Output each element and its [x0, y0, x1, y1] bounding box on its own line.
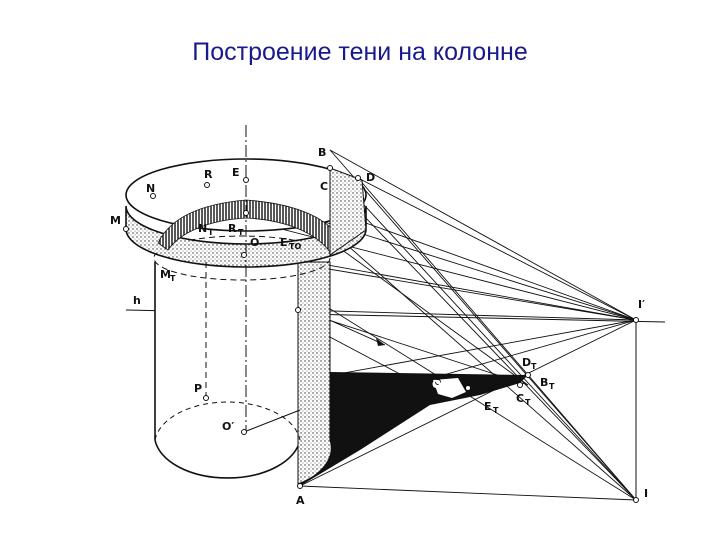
slide-title: Построение тени на колонне	[192, 38, 528, 66]
label-ET: E	[280, 236, 288, 249]
label-CT: C	[516, 392, 524, 405]
label-O-prime: O′	[222, 420, 234, 433]
label-BT: B	[540, 376, 548, 389]
label-A: A	[296, 494, 305, 507]
label-MT: M	[160, 268, 171, 281]
label-ET-sub: TO	[289, 242, 301, 251]
label-I-prime: I′	[638, 298, 645, 311]
label-MT-sub: T	[170, 274, 176, 283]
label-CT-sub: T	[525, 398, 531, 407]
label-ET2: E	[484, 400, 492, 413]
column-shadow-strip	[297, 261, 332, 485]
label-DT: D	[522, 356, 531, 369]
ground-shadow	[300, 372, 528, 486]
label-M: M	[110, 214, 121, 227]
capital-shadow-right	[329, 167, 367, 256]
label-NT: N	[198, 222, 207, 235]
label-P: P	[194, 382, 202, 395]
label-R: R	[204, 168, 213, 181]
label-RT-sub: T	[238, 228, 244, 237]
label-RT: R	[228, 222, 237, 235]
label-O: O	[250, 236, 259, 249]
base-axis-line	[243, 409, 301, 433]
label-N: N	[146, 182, 155, 195]
label-NT-sub: T	[208, 228, 214, 237]
label-E: E	[232, 166, 240, 179]
shadow-highlight	[433, 378, 466, 398]
label-BT-sub: T	[549, 382, 555, 391]
label-Q: O	[432, 378, 441, 391]
label-ET2-sub: T	[493, 406, 499, 415]
points	[123, 165, 639, 503]
label-DT-sub: T	[531, 362, 537, 371]
label-D: D	[366, 171, 375, 184]
column-base-back	[154, 401, 301, 441]
label-h: h	[133, 294, 141, 307]
column-top-inner	[153, 235, 331, 281]
ray-arrow	[376, 338, 385, 346]
label-I: I	[644, 487, 648, 500]
label-B: B	[318, 146, 326, 159]
label-C: C	[320, 180, 328, 193]
column-body	[154, 262, 301, 479]
